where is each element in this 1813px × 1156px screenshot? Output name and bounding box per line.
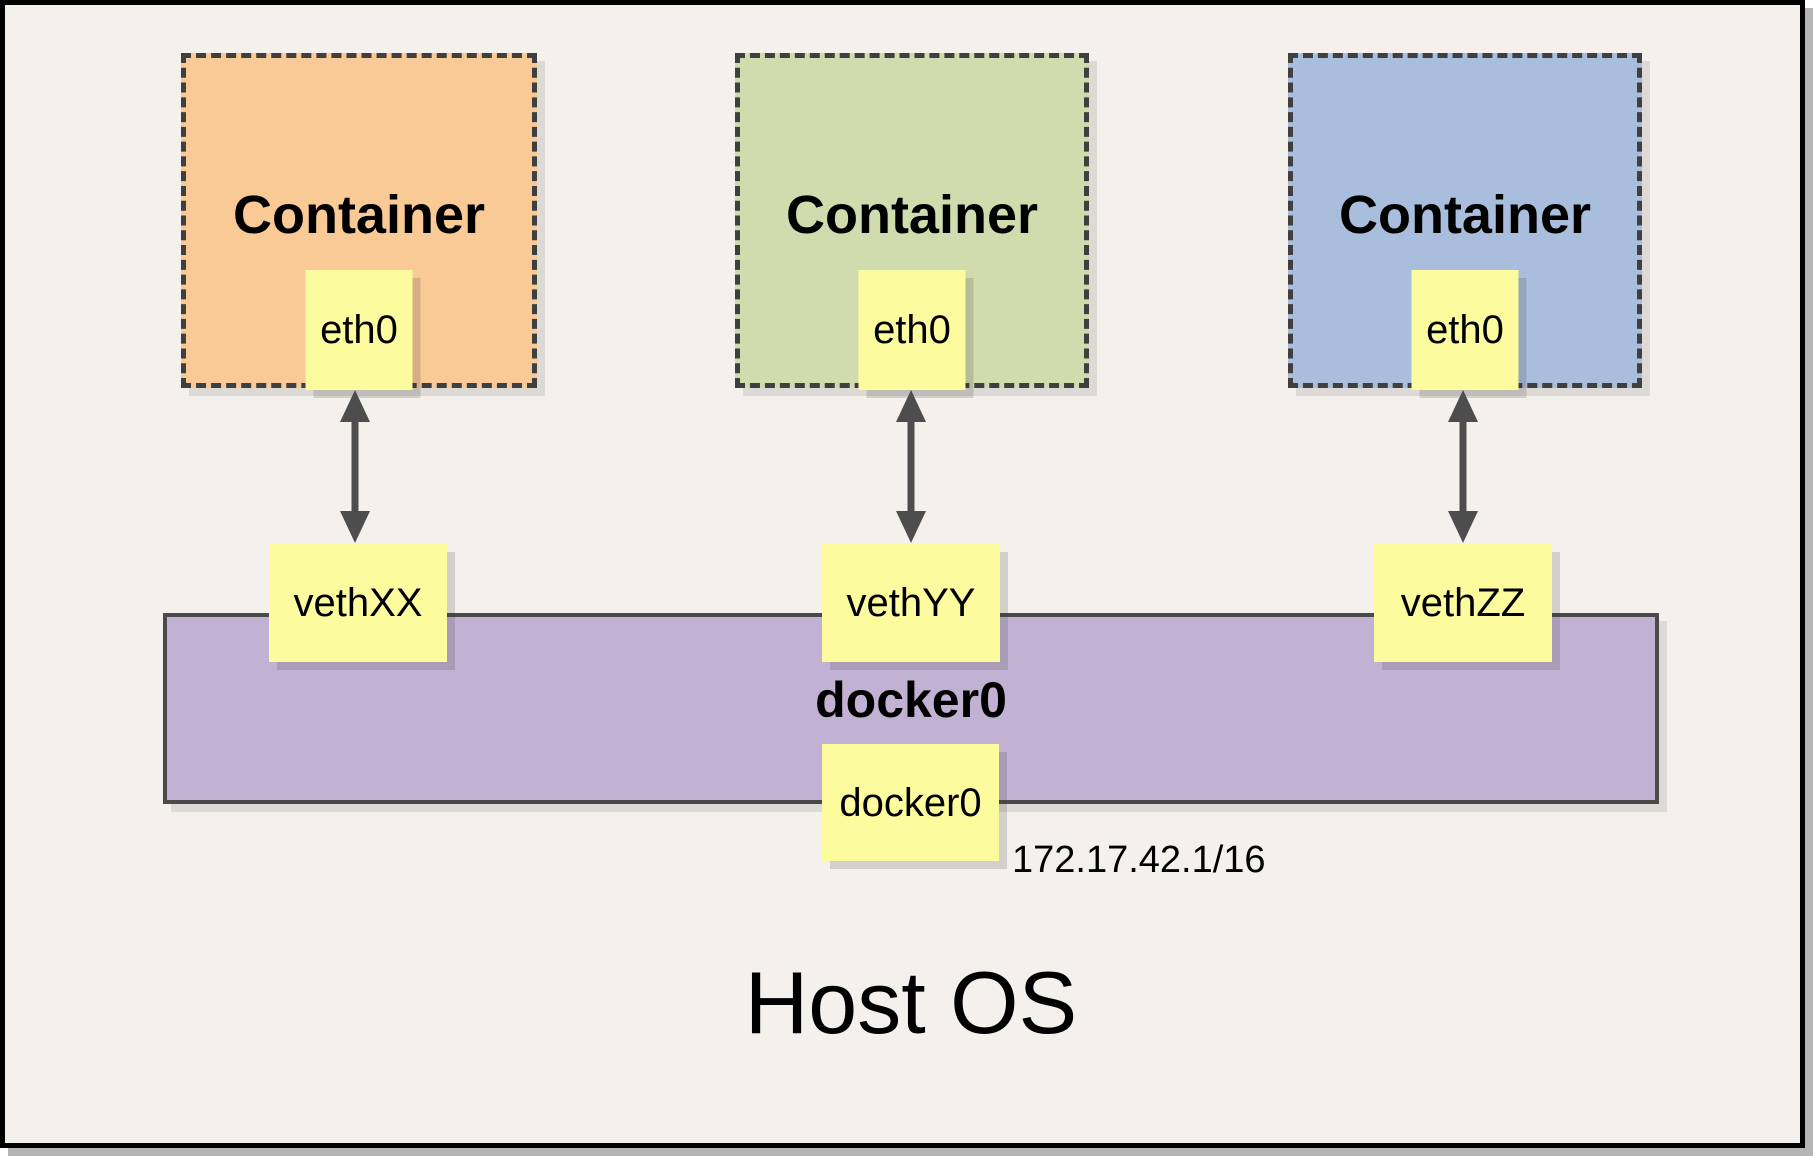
container-box-3: Container eth0 <box>1288 53 1642 390</box>
docker0-interface-label: docker0 <box>839 780 982 825</box>
bidirectional-arrow-icon <box>1448 390 1478 543</box>
docker0-interface-box: docker0 <box>822 744 999 861</box>
eth0-interface-box-2: eth0 <box>858 270 966 390</box>
eth0-label: eth0 <box>320 308 398 352</box>
vethxx-label: vethXX <box>293 581 423 625</box>
container-label: Container <box>785 185 1039 245</box>
bidirectional-arrow-icon <box>340 390 370 543</box>
docker0-bridge-label: docker0 <box>815 672 1007 728</box>
vethzz-box: vethZZ <box>1374 544 1552 662</box>
bridge-ip-address: 172.17.42.1/16 <box>1012 839 1266 881</box>
vethzz-label: vethZZ <box>1400 581 1526 625</box>
bidirectional-arrow-icon <box>896 390 926 543</box>
container-box-1: Container eth0 <box>181 53 537 390</box>
vethyy-box: vethYY <box>822 544 1000 662</box>
container-label: Container <box>1338 185 1592 245</box>
eth0-interface-box-1: eth0 <box>305 270 413 390</box>
host-os-label: Host OS <box>744 953 1078 1052</box>
container-box-2: Container eth0 <box>735 53 1089 390</box>
eth0-label: eth0 <box>873 308 951 352</box>
eth0-label: eth0 <box>1426 308 1504 352</box>
container-label: Container <box>232 185 486 245</box>
eth0-interface-box-3: eth0 <box>1411 270 1519 390</box>
vethxx-box: vethXX <box>269 544 447 662</box>
vethyy-label: vethYY <box>846 581 976 625</box>
